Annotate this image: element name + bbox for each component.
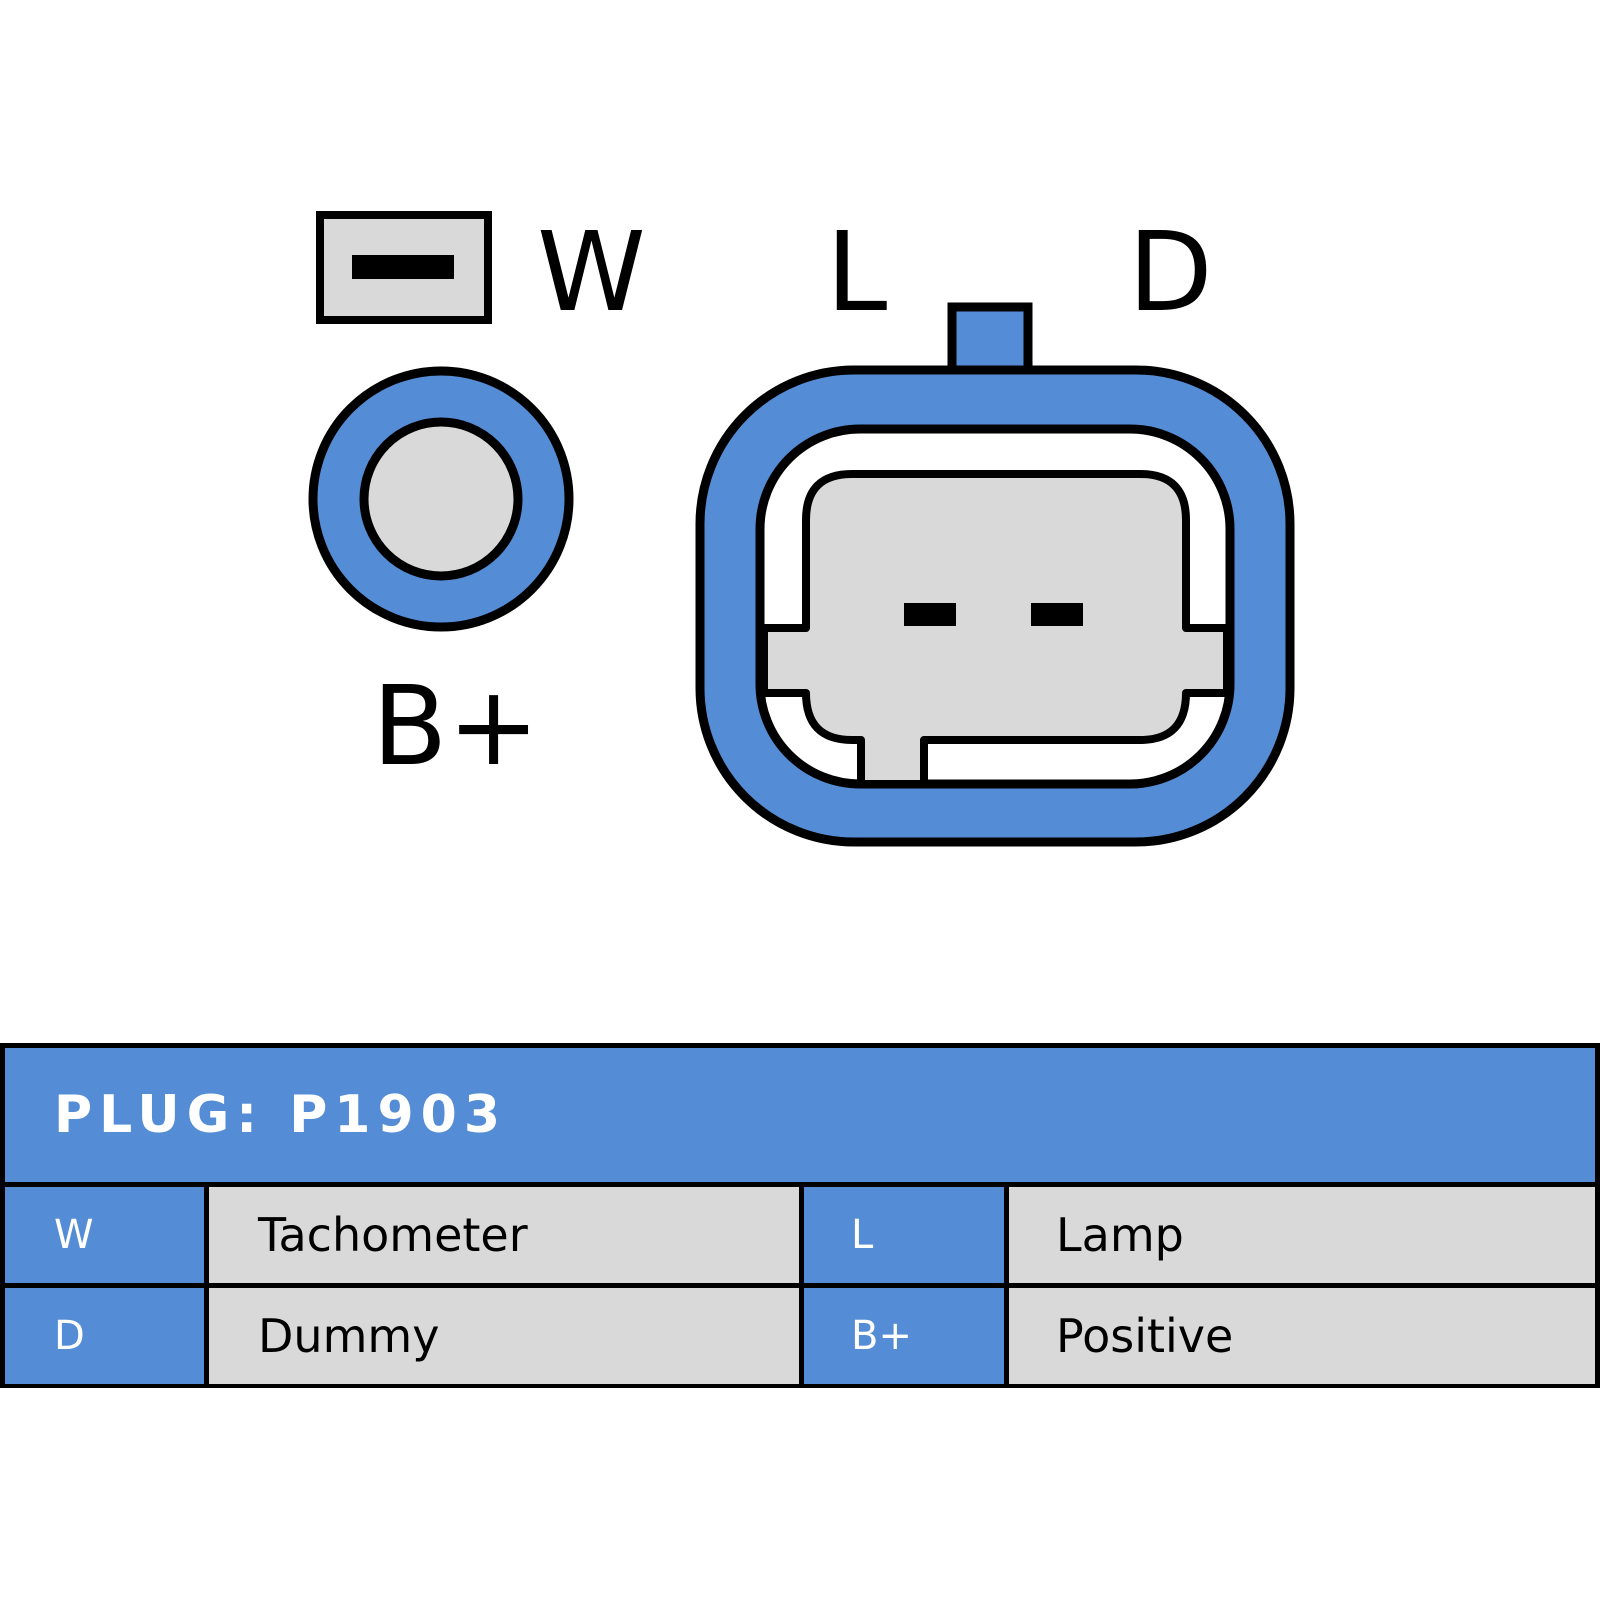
table-row: D Dummy B+ Positive bbox=[5, 1288, 1595, 1384]
pin-description: Lamp bbox=[1004, 1187, 1595, 1283]
pin-description: Positive bbox=[1004, 1288, 1595, 1384]
pin-description: Tachometer bbox=[204, 1187, 804, 1283]
table-row: W Tachometer L Lamp bbox=[5, 1187, 1595, 1288]
pin-code: W bbox=[5, 1187, 204, 1283]
pin-table: PLUG: P1903 W Tachometer L Lamp D Dummy … bbox=[0, 1043, 1600, 1388]
w-terminal-icon bbox=[316, 211, 492, 324]
label-w: W bbox=[537, 208, 646, 336]
pin-code: D bbox=[5, 1288, 204, 1384]
label-l: L bbox=[826, 208, 887, 336]
label-bplus: B+ bbox=[372, 662, 540, 790]
pin-code: L bbox=[804, 1187, 1004, 1283]
label-d: D bbox=[1128, 208, 1213, 336]
pin-code: B+ bbox=[804, 1288, 1004, 1384]
table-title: PLUG: P1903 bbox=[5, 1048, 1595, 1187]
connector-diagram: W B+ L D bbox=[308, 208, 1295, 847]
plug-connector-icon bbox=[695, 302, 1295, 847]
bplus-stud-icon bbox=[308, 366, 574, 632]
pin-description: Dummy bbox=[204, 1288, 804, 1384]
